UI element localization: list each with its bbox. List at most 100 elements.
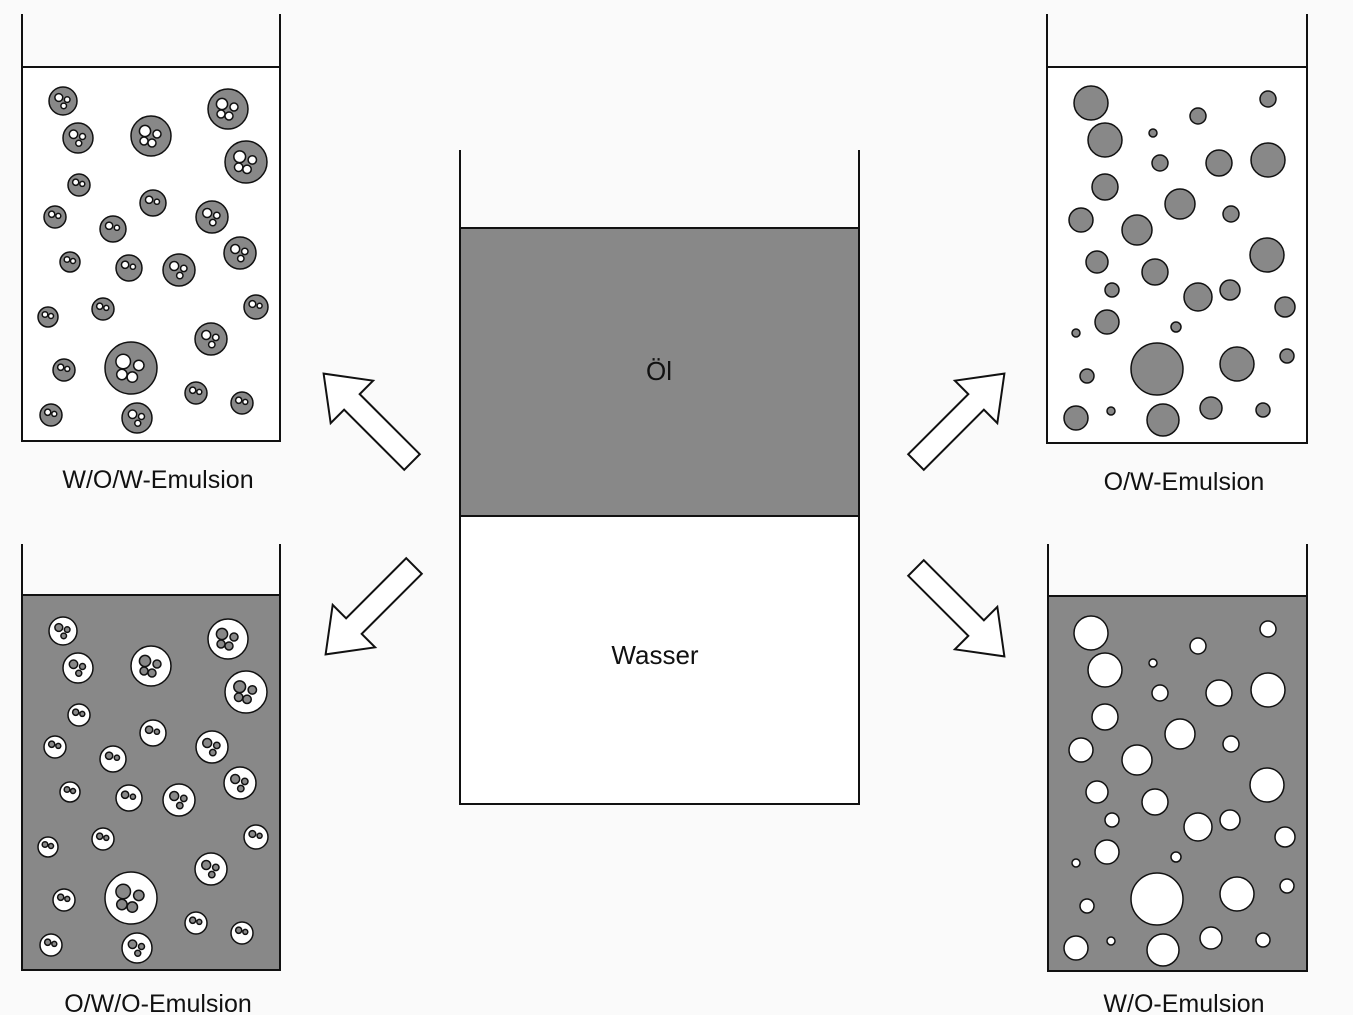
inner-droplet (64, 895, 71, 903)
droplet (1106, 406, 1116, 416)
inner-droplet (104, 221, 114, 231)
inner-droplet (113, 754, 121, 762)
droplet (1073, 85, 1109, 121)
inner-droplet (47, 842, 55, 850)
outer-droplet (224, 140, 268, 184)
inner-droplet (104, 751, 114, 761)
outer-droplet (195, 200, 229, 234)
wow-beaker-outline (21, 14, 281, 442)
outer-droplet (39, 933, 63, 957)
inner-droplet (188, 386, 197, 395)
inner-droplet (224, 111, 234, 121)
droplet (1063, 935, 1089, 961)
inner-droplet (126, 371, 139, 384)
droplet (1094, 839, 1120, 865)
inner-droplet (229, 632, 239, 642)
inner-droplet (179, 794, 188, 803)
droplet (1164, 718, 1196, 750)
inner-droplet (115, 898, 128, 911)
outer-droplet (184, 911, 208, 935)
droplet (1279, 878, 1295, 894)
outer-droplet (62, 652, 94, 684)
droplet (1068, 207, 1094, 233)
inner-droplet (75, 139, 83, 147)
beaker-wo: W/O-Emulsion (1047, 544, 1308, 1015)
inner-droplet (147, 668, 157, 678)
inner-droplet (54, 92, 64, 103)
inner-droplet (51, 410, 58, 418)
droplet (1091, 703, 1119, 731)
inner-droplet (69, 257, 77, 265)
inner-droplet (144, 195, 154, 205)
droplet (1130, 342, 1184, 396)
droplet (1219, 809, 1241, 831)
outer-droplet (230, 391, 254, 415)
droplet (1087, 122, 1123, 158)
droplet (1205, 149, 1233, 177)
droplet (1259, 620, 1277, 638)
droplet (1085, 780, 1109, 804)
wo-beaker-outline (1047, 544, 1308, 972)
inner-droplet (242, 928, 249, 936)
droplet (1079, 368, 1095, 384)
outer-droplet (39, 403, 63, 427)
outer-droplet (195, 730, 229, 764)
beaker-ow: O/W-Emulsion (1046, 14, 1308, 496)
arrow-to-ow (906, 372, 1006, 472)
inner-droplet (212, 741, 221, 750)
droplet (1183, 812, 1213, 842)
outer-droplet (115, 784, 143, 812)
inner-droplet (56, 363, 65, 372)
outer-droplet (184, 381, 208, 405)
droplet (1068, 737, 1094, 763)
inner-droplet (147, 138, 157, 148)
inner-droplet (153, 728, 161, 736)
inner-droplet (229, 102, 239, 112)
droplet (1189, 107, 1207, 125)
inner-droplet (103, 304, 110, 312)
droplet (1255, 402, 1271, 418)
inner-droplet (152, 129, 162, 139)
inner-droplet (129, 263, 137, 271)
inner-droplet (256, 302, 263, 310)
outer-droplet (67, 173, 91, 197)
inner-droplet (115, 353, 132, 370)
inner-droplet (144, 725, 154, 735)
droplet (1087, 652, 1123, 688)
inner-droplet (63, 96, 71, 104)
inner-droplet (224, 641, 234, 651)
ow-droplets (1063, 85, 1296, 437)
inner-droplet (63, 785, 71, 794)
outer-droplet (223, 766, 257, 800)
outer-droplet (91, 827, 115, 851)
inner-droplet (196, 918, 203, 926)
beaker-owo: O/W/O-Emulsion (21, 544, 281, 1015)
inner-droplet (55, 742, 62, 750)
droplet (1255, 932, 1271, 948)
outer-droplet (130, 115, 172, 157)
outer-droplet (139, 189, 167, 217)
inner-droplet (127, 939, 138, 950)
inner-droplet (129, 793, 137, 801)
inner-droplet (113, 224, 121, 232)
droplet (1274, 296, 1296, 318)
droplet (1121, 214, 1153, 246)
inner-droplet (63, 626, 71, 634)
inner-droplet (229, 773, 241, 785)
outer-droplet (99, 745, 127, 773)
inner-droplet (215, 97, 229, 111)
droplet (1094, 309, 1120, 335)
wo-droplets (1063, 615, 1296, 967)
droplet (1164, 188, 1196, 220)
inner-droplet (175, 801, 184, 810)
inner-droplet (132, 889, 145, 902)
droplet (1091, 173, 1119, 201)
inner-droplet (153, 198, 161, 206)
inner-droplet (216, 109, 226, 119)
inner-droplet (233, 692, 244, 703)
outer-droplet (121, 402, 153, 434)
inner-droplet (138, 654, 152, 668)
inner-droplet (71, 178, 80, 187)
inner-droplet (115, 368, 128, 381)
